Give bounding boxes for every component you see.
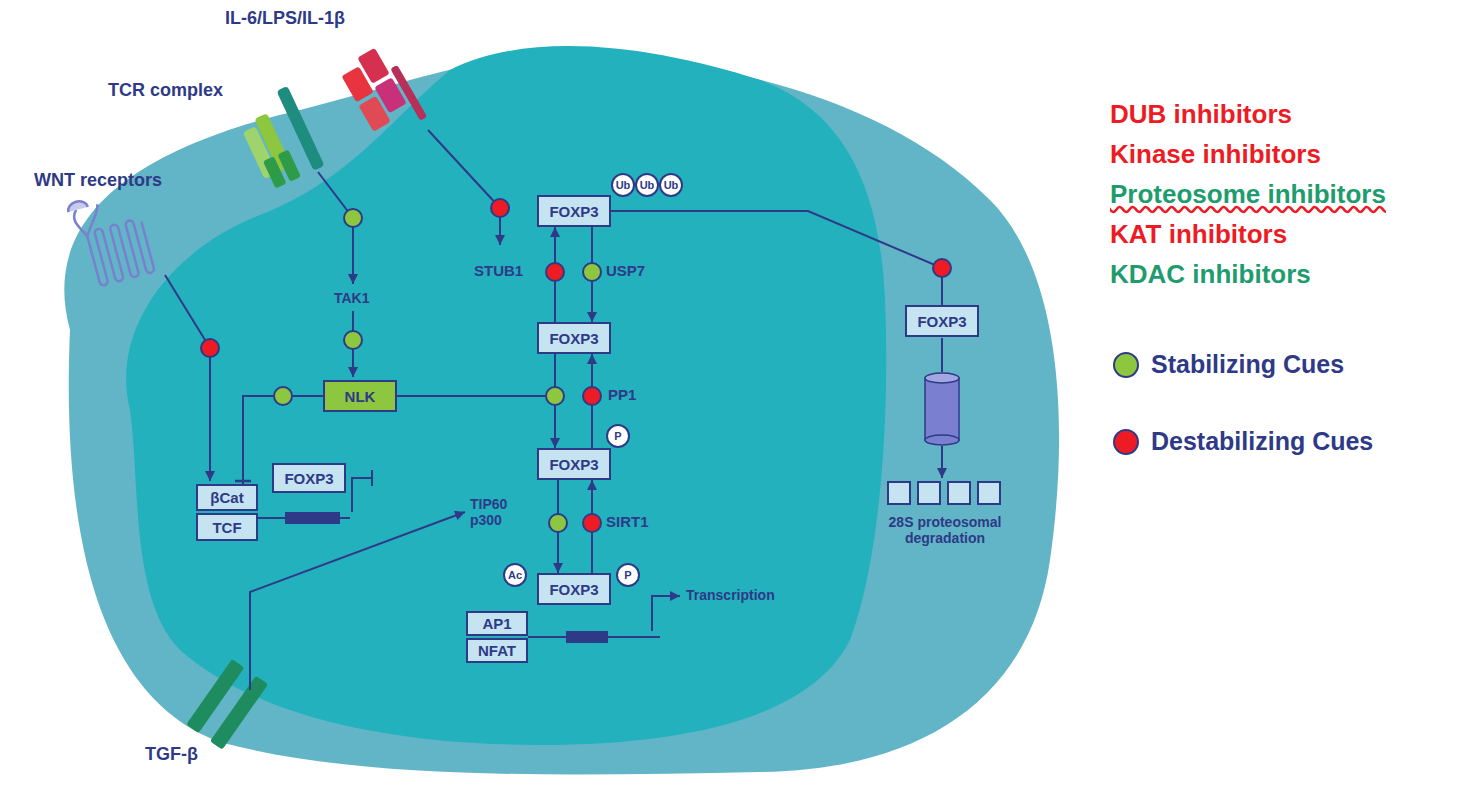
cue-dot xyxy=(583,263,601,281)
node-text: FOXP3 xyxy=(549,330,598,347)
enzyme-label: STUB1 xyxy=(474,262,523,279)
nucleus xyxy=(126,46,886,745)
inhibitor-label: Proteosome inhibitors xyxy=(1110,180,1386,210)
proteasome xyxy=(925,373,959,445)
cue-dot xyxy=(583,387,601,405)
node-text: TCF xyxy=(212,519,241,536)
phospho-tag: P xyxy=(606,424,630,448)
legend-swatch xyxy=(1113,352,1139,378)
receptor-label: TGF-β xyxy=(145,744,198,765)
inhibition-bar xyxy=(235,480,251,483)
legend-text: Destabilizing Cues xyxy=(1151,427,1373,456)
node-text: NFAT xyxy=(478,642,516,659)
enzyme-label: SIRT1 xyxy=(606,513,649,530)
cue-dot xyxy=(546,263,564,281)
node-text: Ub xyxy=(640,179,655,191)
protein-box: FOXP3 xyxy=(537,448,611,480)
node-text: AP1 xyxy=(482,615,511,632)
kinase-box: NLK xyxy=(323,380,397,412)
process-label: 28S proteosomal degradation xyxy=(875,514,1015,546)
enzyme-label: TIP60 p300 xyxy=(470,496,528,528)
wnt-receptor xyxy=(66,187,154,290)
protein-box: FOXP3 xyxy=(272,463,346,493)
node-text: FOXP3 xyxy=(549,203,598,220)
node-text: P xyxy=(614,430,621,442)
legend-swatch xyxy=(1113,429,1139,455)
gene-locus xyxy=(566,631,608,643)
legend-text: Stabilizing Cues xyxy=(1151,350,1344,379)
cue-dot xyxy=(274,387,292,405)
protein-box: FOXP3 xyxy=(905,305,979,337)
ubiquitin-tag: Ub xyxy=(635,173,659,197)
protein-box: FOXP3 xyxy=(537,322,611,354)
cue-dot xyxy=(549,514,567,532)
cytokine-receptor xyxy=(337,42,427,143)
node-text: P xyxy=(624,569,631,581)
node-text: Ub xyxy=(664,179,679,191)
node-text: βCat xyxy=(210,489,243,506)
receptor-label: WNT receptors xyxy=(34,170,162,191)
inhibitor-label: KAT inhibitors xyxy=(1110,220,1287,250)
factor-box: AP1 xyxy=(466,611,528,636)
legend-row: Stabilizing Cues xyxy=(1113,350,1344,379)
signal-dots xyxy=(201,199,509,357)
tgfb-receptor xyxy=(186,659,268,750)
ubiquitin-tag: Ub xyxy=(611,173,635,197)
acetyl-tag: Ac xyxy=(503,563,527,587)
receptor-label: TCR complex xyxy=(108,80,223,101)
gene-locus xyxy=(285,512,340,524)
node-text: FOXP3 xyxy=(284,470,333,487)
node-text: FOXP3 xyxy=(549,581,598,598)
signal-lines xyxy=(165,130,942,690)
factor-box: TCF xyxy=(196,513,258,541)
legend-row: Destabilizing Cues xyxy=(1113,427,1373,456)
protein-box: FOXP3 xyxy=(537,573,611,605)
node-text: NLK xyxy=(345,388,376,405)
factor-box: NFAT xyxy=(466,638,528,663)
inhibitor-label: DUB inhibitors xyxy=(1110,100,1292,130)
factor-box: βCat xyxy=(196,484,258,511)
process-label: Transcription xyxy=(686,587,775,603)
cue-dot xyxy=(546,387,564,405)
enzyme-label: PP1 xyxy=(608,386,636,403)
enzyme-label: USP7 xyxy=(606,262,645,279)
cue-dot xyxy=(933,259,951,277)
tcr-complex xyxy=(233,86,325,191)
node-text: FOXP3 xyxy=(549,456,598,473)
peptide-fragments xyxy=(888,482,1000,504)
inhibitor-label: KDAC inhibitors xyxy=(1110,260,1311,290)
node-text: Ac xyxy=(508,569,522,581)
pathway-arrow xyxy=(611,211,942,305)
inhibitor-label: Kinase inhibitors xyxy=(1110,140,1321,170)
node-text: Ub xyxy=(616,179,631,191)
stimulus-label: IL-6/LPS/IL-1β xyxy=(225,8,345,29)
ubiquitin-tag: Ub xyxy=(659,173,683,197)
kinase-label: TAK1 xyxy=(334,290,370,306)
cue-dot xyxy=(583,514,601,532)
protein-box: FOXP3 xyxy=(537,195,611,227)
node-text: FOXP3 xyxy=(917,313,966,330)
phospho-tag: P xyxy=(616,563,640,587)
